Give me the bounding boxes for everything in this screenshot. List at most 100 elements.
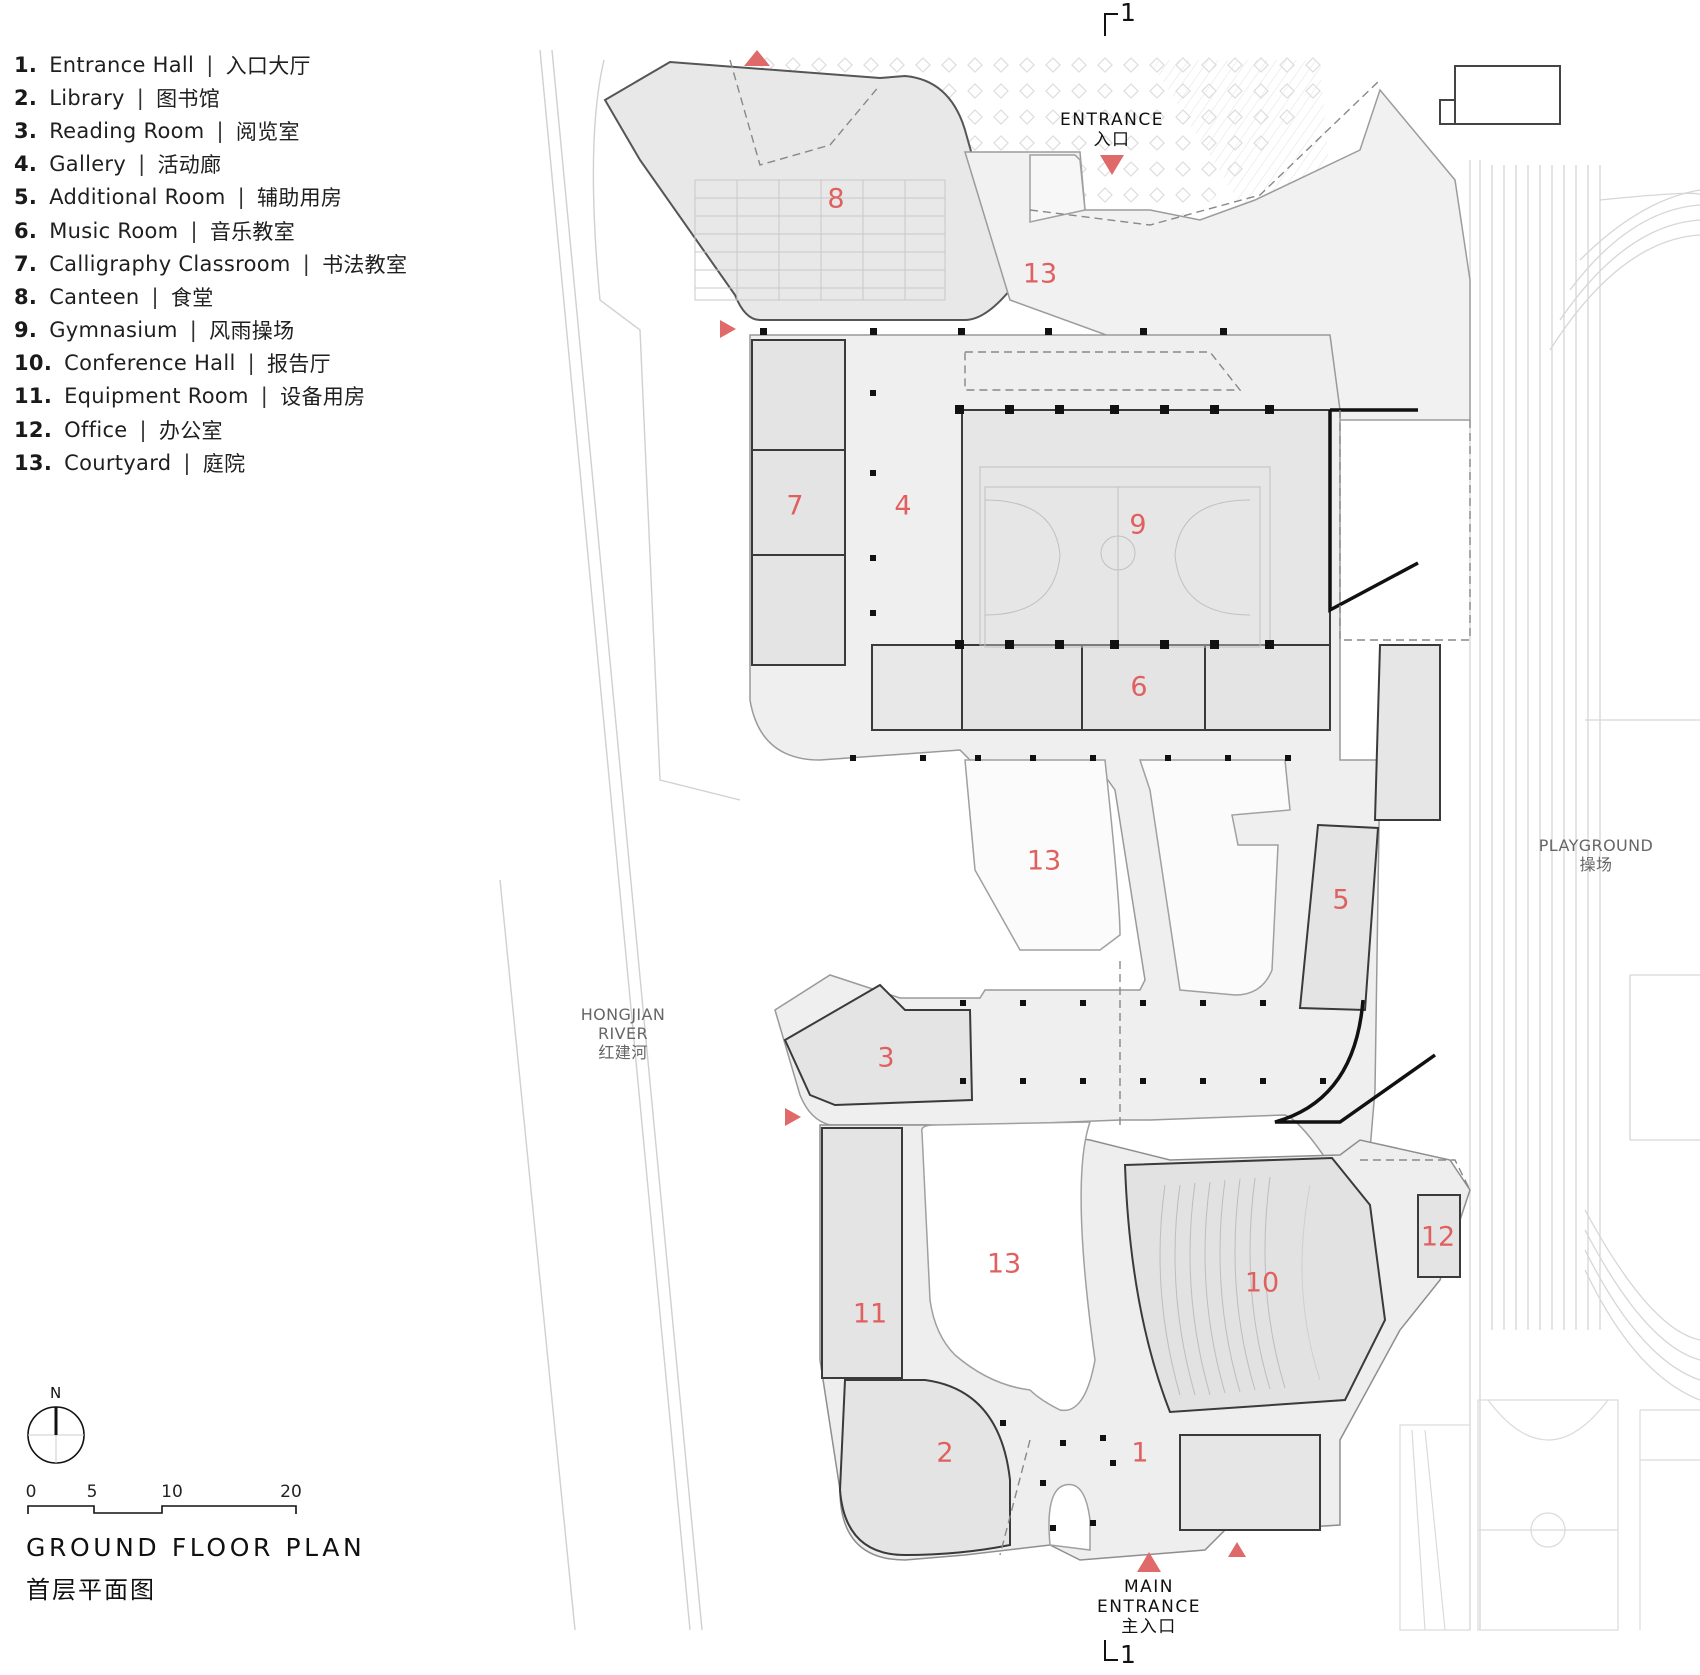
legend-item: 9.Gymnasium|风雨操场 xyxy=(14,314,407,347)
main-entrance-en-1: MAIN xyxy=(1123,1577,1175,1597)
scale-label-20: 20 xyxy=(280,1482,302,1502)
legend-english: Library xyxy=(49,85,125,110)
legend-chinese: 食堂 xyxy=(170,285,214,310)
legend-item: 3. Reading Room | 阅览室 xyxy=(14,114,407,147)
room-5-additional xyxy=(1298,823,1380,1012)
room-3-reading xyxy=(783,983,974,1107)
river-label-en-1: HONGJIAN xyxy=(580,1005,666,1024)
legend-item: 12. Office | 办公室 xyxy=(14,413,407,446)
legend-number: 11. xyxy=(14,384,53,409)
room-label-13-north: 13 xyxy=(1022,258,1058,290)
room-2-library xyxy=(838,1379,1011,1557)
legend-item: 6.Music Room|音乐教室 xyxy=(14,214,407,247)
legend-separator: | xyxy=(260,384,269,409)
legend-item: 10.Conference Hall|报告厅 xyxy=(14,347,407,380)
room-9-gymnasium xyxy=(961,409,1331,646)
canopy-walls xyxy=(1274,408,1437,1124)
room-label-1: 1 xyxy=(1131,1437,1149,1469)
legend-chinese: 办公室 xyxy=(158,418,223,443)
courtyards xyxy=(921,154,1291,1551)
river-label: HONGJIAN RIVER 红建河 xyxy=(581,1005,666,1062)
legend-chinese: 报告厅 xyxy=(267,352,331,377)
legend-chinese: 庭院 xyxy=(202,451,246,476)
entrance-arrow-main xyxy=(1137,1552,1161,1572)
legend-number: 13. xyxy=(14,450,53,475)
basketball-court xyxy=(979,466,1271,648)
entrance-arrow-west-canteen xyxy=(720,320,736,338)
legend-separator: | xyxy=(138,152,146,177)
rooms xyxy=(751,339,1461,1557)
legend-separator: | xyxy=(139,417,147,442)
river-label-en-2: RIVER xyxy=(597,1024,649,1043)
section-marker-bottom: 1 xyxy=(1120,1640,1136,1669)
upper-floor-outlines xyxy=(729,59,1471,1556)
legend-english: Additional Room xyxy=(49,185,226,210)
legend-item: 5.Additional Room|辅助用房 xyxy=(14,181,407,214)
room-label-12: 12 xyxy=(1420,1221,1456,1253)
legend-number: 4. xyxy=(14,152,38,177)
legend-item: 4.Gallery|活动廊 xyxy=(14,148,407,181)
legend-english: Conference Hall xyxy=(64,351,236,376)
legend-english: Courtyard xyxy=(64,450,172,475)
playground-label: PLAYGROUND 操场 xyxy=(1539,836,1654,874)
drawing-title-cn: 首层平面图 xyxy=(26,1576,156,1604)
main-entrance-en-2: ENTRANCE xyxy=(1097,1597,1201,1617)
legend-chinese: 音乐教室 xyxy=(209,219,296,244)
legend-number: 2. xyxy=(14,85,38,110)
section-line xyxy=(1104,13,1118,1661)
legend-english: Reading Room xyxy=(49,118,205,143)
playground-label-en: PLAYGROUND xyxy=(1538,836,1654,855)
legend-english: Entrance Hall xyxy=(49,52,195,77)
legend-english: Gallery xyxy=(49,152,127,177)
room-10-conference xyxy=(1123,1156,1387,1414)
main-entrance-cn: 主入口 xyxy=(1121,1617,1177,1637)
room-label-5: 5 xyxy=(1332,884,1350,916)
legend-separator: | xyxy=(216,118,224,143)
room-7-calligraphy xyxy=(751,339,846,666)
room-label-4: 4 xyxy=(894,490,912,522)
room-label-13-south: 13 xyxy=(986,1248,1022,1280)
room-12-office xyxy=(1417,1194,1461,1278)
annex-building xyxy=(1439,65,1561,125)
legend-number: 9. xyxy=(14,318,38,343)
legend-item: 11.Equipment Room|设备用房 xyxy=(14,380,407,413)
legend-separator: | xyxy=(302,251,311,276)
legend-number: 1. xyxy=(14,52,38,77)
room-label-6: 6 xyxy=(1130,671,1148,703)
legend-chinese: 辅助用房 xyxy=(257,186,343,211)
entrance-arrow-nw xyxy=(744,50,770,66)
legend-chinese: 入口大厅 xyxy=(225,53,311,78)
scale-label-0: 0 xyxy=(25,1482,37,1502)
room-11-equipment xyxy=(821,1127,903,1379)
legend-item: 13.Courtyard|庭院 xyxy=(14,446,407,479)
legend-english: Music Room xyxy=(49,218,179,243)
scale-label-5: 5 xyxy=(86,1482,98,1502)
legend-separator: | xyxy=(151,284,159,309)
legend-english: Gymnasium xyxy=(49,318,178,343)
room-label-13-middle: 13 xyxy=(1026,845,1062,877)
room-label-3: 3 xyxy=(877,1042,895,1074)
auditorium-seating xyxy=(1159,1176,1321,1396)
canteen-tables xyxy=(694,179,946,301)
section-marker-top: 1 xyxy=(1120,0,1136,27)
legend-number: 3. xyxy=(14,118,38,143)
room-6-music xyxy=(961,644,1331,731)
legend-english: Office xyxy=(64,417,128,442)
room-label-8: 8 xyxy=(827,183,845,215)
legend-chinese: 图书馆 xyxy=(156,86,221,111)
legend-separator: | xyxy=(206,52,214,77)
legend-chinese: 风雨操场 xyxy=(209,319,295,344)
legend-chinese: 阅览室 xyxy=(235,119,300,144)
legend-item: 2.Library|图书馆 xyxy=(14,81,407,114)
entrance-markers xyxy=(720,50,1246,1572)
room-label-7: 7 xyxy=(786,490,804,522)
legend-item: 8.Canteen|食堂 xyxy=(14,280,407,313)
legend-chinese: 书法教室 xyxy=(322,252,408,277)
legend-number: 12. xyxy=(14,417,53,442)
legend-separator: | xyxy=(247,351,256,376)
outdoor-courts xyxy=(1399,1399,1700,1631)
legend-separator: | xyxy=(190,218,198,243)
legend-english: Canteen xyxy=(49,284,140,309)
entrance-arrow-west-reading xyxy=(785,1108,801,1126)
